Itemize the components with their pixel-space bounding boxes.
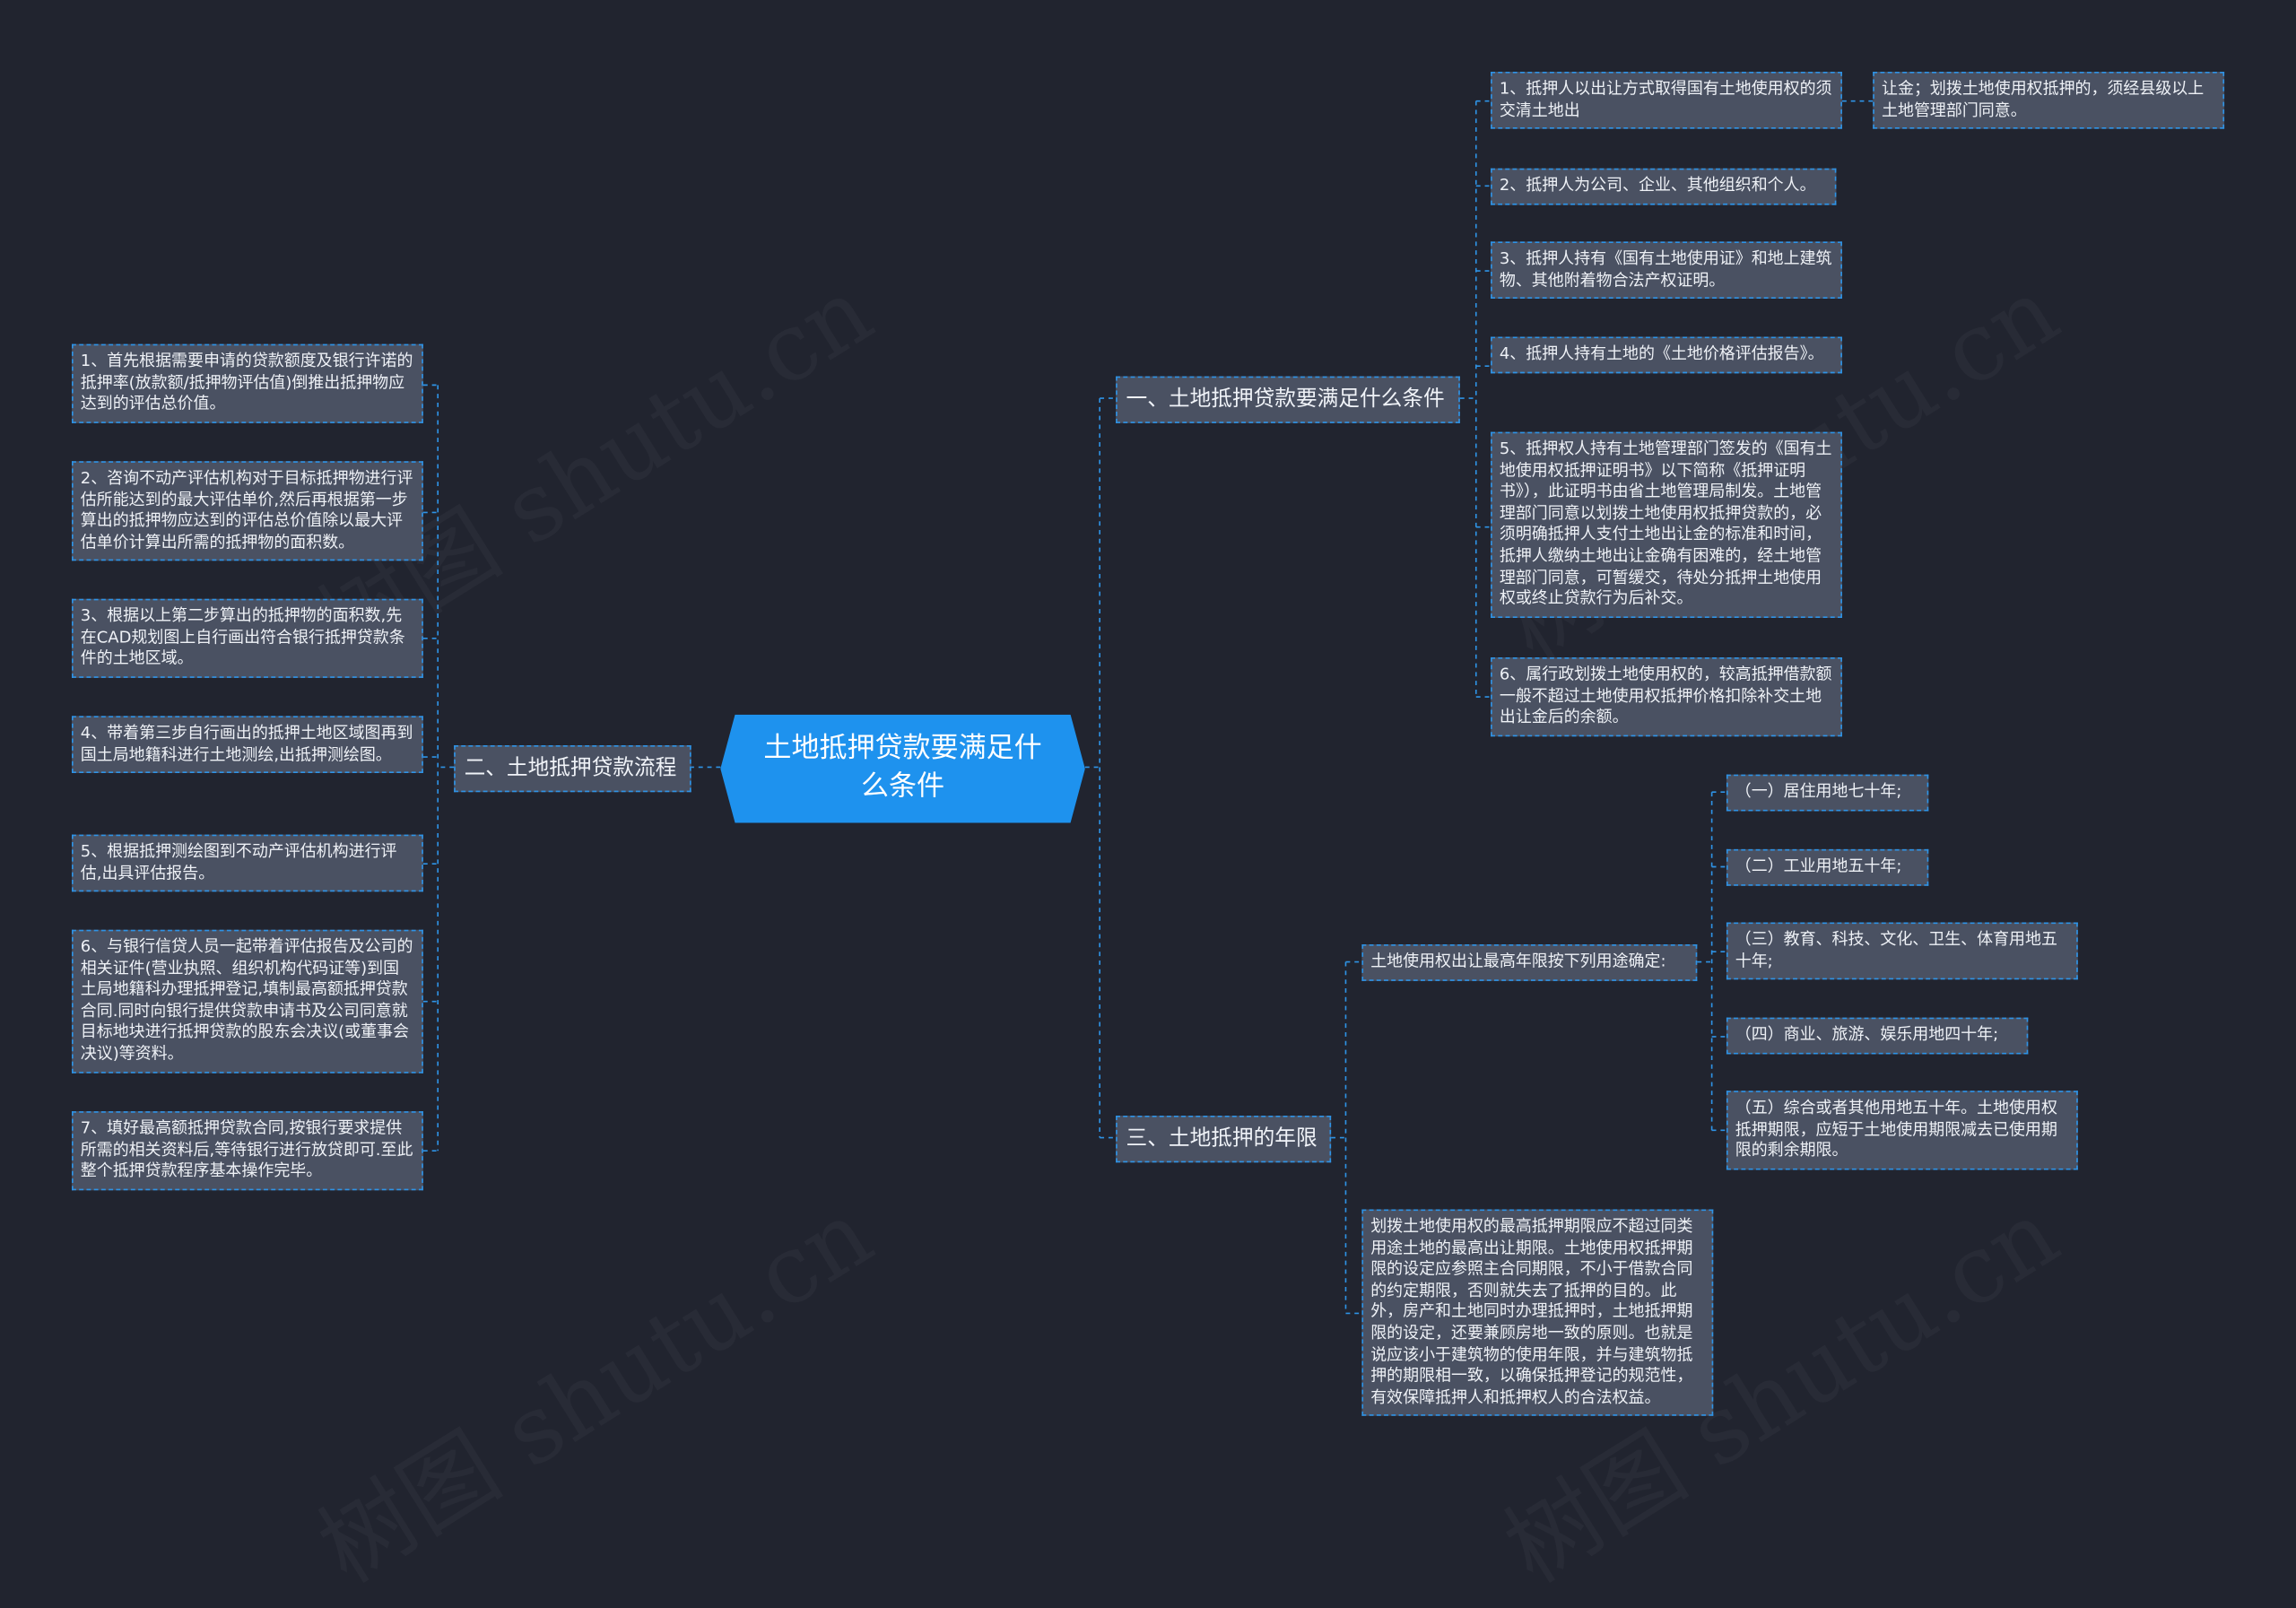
- condition-item-5[interactable]: 5、抵押权人持有土地管理部门签发的《国有土地使用权抵押证明书》以下简称《抵押证明…: [1491, 431, 1842, 618]
- condition-item-4[interactable]: 4、抵押人持有土地的《土地价格评估报告》。: [1491, 336, 1842, 373]
- process-step-4[interactable]: 4、带着第三步自行画出的抵押土地区域图再到国土局地籍科进行土地测绘,出抵押测绘图…: [72, 716, 423, 774]
- mindmap-canvas: 树图 shutu.cn 树图 shutu.cn 树图 shutu.cn 树图 s…: [72, 71, 2225, 1417]
- branch-process[interactable]: 二、土地抵押贷款流程: [454, 744, 691, 793]
- root-topic[interactable]: 土地抵押贷款要满足什么条件: [720, 714, 1085, 823]
- process-step-7[interactable]: 7、填好最高额抵押贷款合同,按银行要求提供所需的相关资料后,等待银行进行放贷即可…: [72, 1111, 423, 1190]
- process-step-3[interactable]: 3、根据以上第二步算出的抵押物的面积数,先在CAD规划图上自行画出符合银行抵押贷…: [72, 598, 423, 678]
- process-step-1[interactable]: 1、首先根据需要申请的贷款额度及银行许诺的抵押率(放款额/抵押物评估值)倒推出抵…: [72, 343, 423, 423]
- condition-item-1[interactable]: 1、抵押人以出让方式取得国有土地使用权的须交清土地出: [1491, 71, 1842, 129]
- term-commercial[interactable]: （四）商业、旅游、娱乐用地四十年;: [1726, 1017, 2029, 1054]
- connector-lines: [422, 100, 1874, 1315]
- term-mixed[interactable]: （五）综合或者其他用地五十年。土地使用权抵押期限，应短于土地使用期限减去已使用期…: [1726, 1091, 2078, 1170]
- term-sub-max-years[interactable]: 土地使用权出让最高年限按下列用途确定:: [1361, 944, 1698, 981]
- process-step-5[interactable]: 5、根据抵押测绘图到不动产评估机构进行评估,出具评估报告。: [72, 834, 423, 892]
- term-education[interactable]: （三）教育、科技、文化、卫生、体育用地五十年;: [1726, 922, 2078, 980]
- condition-item-3[interactable]: 3、抵押人持有《国有土地使用证》和地上建筑物、其他附着物合法产权证明。: [1491, 241, 1842, 300]
- process-step-2[interactable]: 2、咨询不动产评估机构对于目标抵押物进行评估所能达到的最大评估单价,然后再根据第…: [72, 461, 423, 561]
- term-residential[interactable]: （一）居住用地七十年;: [1726, 774, 1929, 811]
- branch-term[interactable]: 三、土地抵押的年限: [1116, 1116, 1332, 1163]
- condition-item-1-detail[interactable]: 让金；划拨土地使用权抵押的，须经县级以上土地管理部门同意。: [1873, 71, 2225, 129]
- process-step-6[interactable]: 6、与银行信贷人员一起带着评估报告及公司的相关证件(营业执照、组织机构代码证等)…: [72, 929, 423, 1073]
- condition-item-2[interactable]: 2、抵押人为公司、企业、其他组织和个人。: [1491, 168, 1837, 204]
- term-allocated-land[interactable]: 划拨土地使用权的最高抵押期限应不超过同类用途土地的最高出让期限。土地使用权抵押期…: [1361, 1209, 1714, 1417]
- condition-item-6[interactable]: 6、属行政划拨土地使用权的，较高抵押借款额一般不超过土地使用权抵押价格扣除补交土…: [1491, 657, 1842, 736]
- term-industrial[interactable]: （二）工业用地五十年;: [1726, 848, 1929, 886]
- branch-conditions[interactable]: 一、土地抵押贷款要满足什么条件: [1116, 376, 1460, 423]
